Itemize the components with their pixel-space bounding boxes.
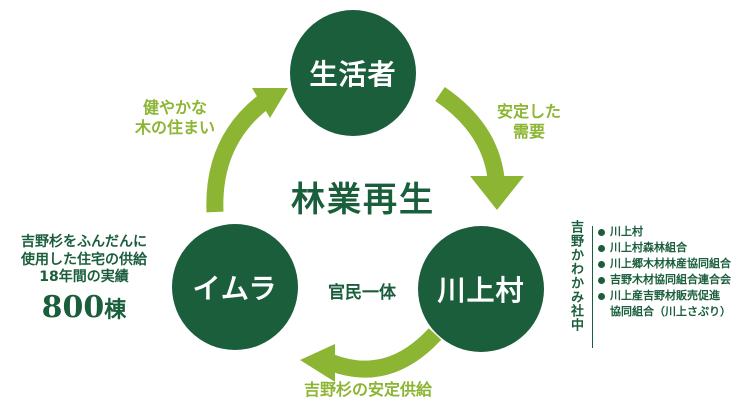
- arrow-kawakami-to-imura: [326, 328, 442, 378]
- member-name-cont: 協同組合（川上さぷり）: [610, 304, 731, 318]
- stats-unit: 棟: [104, 297, 127, 323]
- member-item: 川上産吉野材販売促進協同組合（川上さぷり）: [598, 288, 731, 320]
- member-name: 川上村森林組合: [610, 240, 687, 254]
- member-name: 吉野木材協同組合連合会: [610, 272, 731, 286]
- member-name: 川上村: [610, 225, 643, 238]
- label-healthy-wood-home-line1: 健やかな: [142, 98, 207, 117]
- member-item: 川上村: [598, 224, 731, 240]
- stats-count: 800: [41, 289, 105, 325]
- bullet-icon: [598, 292, 605, 300]
- member-item: 吉野木材協同組合連合会: [598, 272, 731, 288]
- member-list: 川上村 川上村森林組合 川上郷木材林産協同組合 吉野木材協同組合連合会 川上産吉…: [598, 224, 731, 320]
- member-name: 川上産吉野材販売促進: [610, 288, 720, 302]
- label-healthy-wood-home: 健やかな 木の住まい: [120, 98, 230, 138]
- bullet-icon: [598, 229, 605, 236]
- node-seikatsusha: 生活者: [290, 10, 416, 136]
- arrow-imura-to-seikatsusha: [206, 93, 272, 213]
- stats-count-row: 800棟: [4, 289, 164, 327]
- group-divider: [592, 226, 593, 348]
- bullet-icon: [598, 276, 605, 284]
- member-name: 川上郷木材林産協同組合: [610, 256, 731, 270]
- arrowhead-kawakami: [470, 176, 524, 210]
- label-stable-demand: 安定した 需要: [484, 102, 574, 142]
- stats-line-1: 吉野杉をふんだんに: [21, 234, 147, 250]
- member-item: 川上郷木材林産協同組合: [598, 256, 731, 272]
- node-imura-label: イムラ: [192, 272, 278, 305]
- arrow-seikatsusha-to-kawakami: [435, 86, 505, 180]
- bullet-icon: [598, 260, 605, 268]
- label-stable-supply: 吉野杉の安定供給: [303, 380, 432, 399]
- bullet-icon: [598, 244, 605, 252]
- label-stable-demand-line2: 需要: [512, 122, 545, 141]
- label-kanmin-ittai: 官民一体: [328, 283, 396, 303]
- node-seikatsusha-label: 生活者: [309, 58, 397, 91]
- center-title: 林業再生: [291, 180, 435, 220]
- stats-line-3: 18年間の実績: [39, 269, 129, 285]
- node-kawakami: 川上村: [418, 226, 544, 352]
- arrowhead-seikatsusha: [252, 88, 288, 118]
- group-label: 吉野かわかみ社中: [568, 220, 583, 332]
- stats-block: 吉野杉をふんだんに 使用した住宅の供給 18年間の実績 800棟: [4, 234, 164, 326]
- stats-line-2: 使用した住宅の供給: [21, 251, 147, 268]
- arrowhead-imura: [300, 344, 335, 382]
- member-item: 川上村森林組合: [598, 240, 731, 256]
- node-kawakami-label: 川上村: [437, 274, 525, 307]
- node-imura: イムラ: [172, 224, 298, 350]
- label-healthy-wood-home-line2: 木の住まい: [134, 118, 215, 137]
- label-stable-demand-line1: 安定した: [496, 102, 561, 121]
